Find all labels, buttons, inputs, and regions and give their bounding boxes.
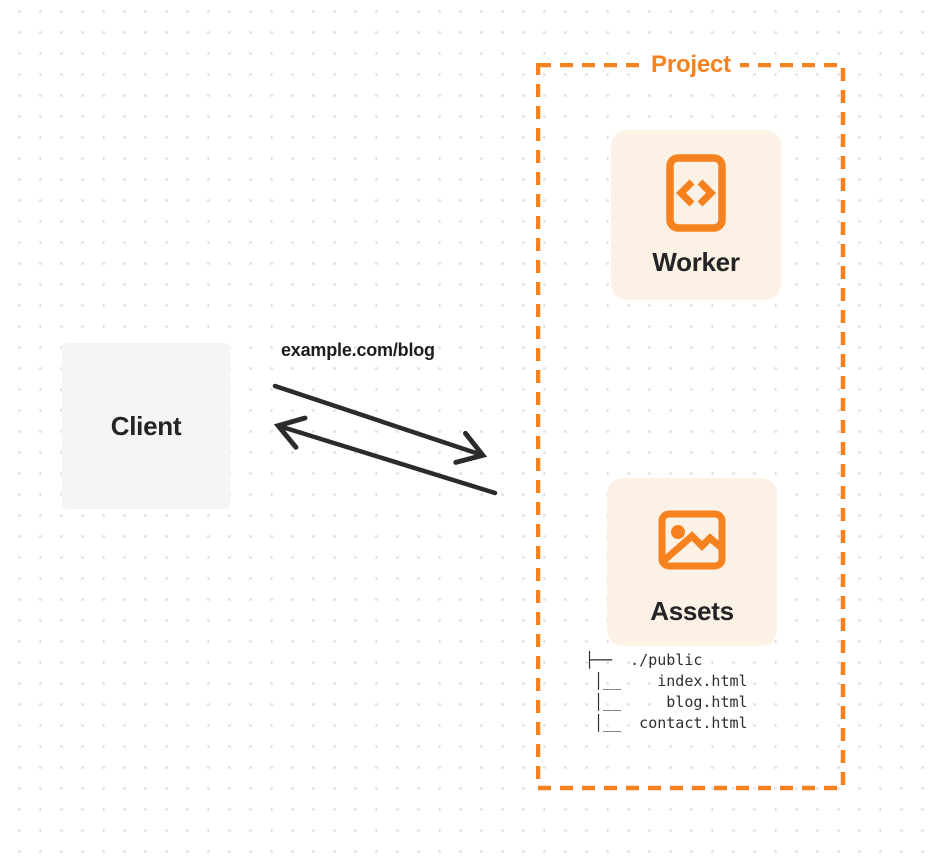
client-box: Client bbox=[62, 343, 230, 509]
project-title: Project bbox=[642, 51, 740, 79]
client-label: Client bbox=[110, 410, 182, 441]
file-tree: ├── ./public │__ index.html │__ blog.htm… bbox=[585, 651, 748, 732]
image-icon bbox=[658, 510, 726, 570]
worker-card: Worker bbox=[611, 130, 781, 300]
worker-label: Worker bbox=[652, 247, 740, 277]
request-url-label: example.com/blog bbox=[281, 340, 435, 360]
request-arrow bbox=[272, 383, 488, 465]
assets-label: Assets bbox=[650, 596, 734, 626]
assets-card: Assets bbox=[607, 478, 777, 646]
code-document-icon bbox=[666, 154, 726, 232]
response-arrow bbox=[273, 415, 498, 496]
